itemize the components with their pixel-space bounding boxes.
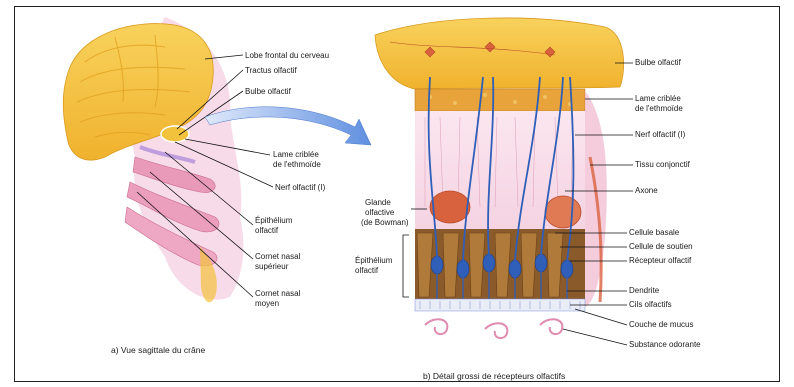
figure-frame: Lobe frontal du cerveau Tractus olfactif…	[14, 6, 780, 382]
label-cribriform-right: Lame criblée	[635, 94, 681, 103]
label-epithelium-left: Épithélium	[255, 216, 293, 225]
caption-b: b) Détail grossi de récepteurs olfactifs	[423, 371, 565, 381]
detail-view: Bulbe olfactif Lame criblée de l'ethmoïd…	[355, 18, 701, 381]
label-gland-3: (de Bowman)	[361, 218, 409, 227]
label-olfactory-nerve-left: Nerf olfactif (I)	[275, 183, 326, 192]
label-gland-2: olfactive	[365, 208, 395, 217]
label-cribriform-right-2: de l'ethmoïde	[635, 104, 683, 113]
label-cilia: Cils olfactifs	[629, 300, 672, 309]
label-olfactory-tract: Tractus olfactif	[245, 66, 297, 75]
label-mucus: Couche de mucus	[629, 320, 693, 329]
label-middle-concha: Cornet nasal	[255, 289, 301, 298]
olfactory-bulb-right	[375, 18, 624, 89]
label-superior-concha-2: supérieur	[255, 262, 289, 271]
olfaction-diagram: Lobe frontal du cerveau Tractus olfactif…	[15, 7, 781, 383]
label-receptor: Récepteur olfactif	[629, 256, 692, 265]
label-connective-tissue: Tissu conjonctif	[635, 160, 691, 169]
label-olfactory-bulb-left: Bulbe olfactif	[245, 87, 292, 96]
caption-a: a) Vue sagittale du crâne	[111, 345, 205, 355]
label-olfactory-nerve-right: Nerf olfactif (I)	[635, 130, 686, 139]
label-cribriform-left-2: de l'ethmoïde	[273, 160, 321, 169]
label-odorant: Substance odorante	[629, 340, 701, 349]
bowman-gland-right	[545, 196, 581, 228]
bowman-gland-left	[430, 191, 470, 223]
epithelium-bracket	[403, 235, 409, 297]
label-middle-concha-2: moyen	[255, 299, 279, 308]
label-basal-cell: Cellule basale	[629, 228, 680, 237]
label-support-cell: Cellule de soutien	[629, 242, 693, 251]
label-olfactory-bulb-right: Bulbe olfactif	[635, 58, 682, 67]
label-cribriform-left: Lame criblée	[273, 150, 319, 159]
label-epithelium-right: Épithélium	[355, 256, 393, 265]
label-epithelium-right-2: olfactif	[355, 266, 379, 275]
label-dendrite: Dendrite	[629, 286, 660, 295]
olfactory-bulb-left	[161, 126, 189, 142]
sagittal-view: Lobe frontal du cerveau Tractus olfactif…	[63, 17, 329, 355]
label-superior-concha: Cornet nasal	[255, 252, 301, 261]
label-gland: Glande	[365, 198, 391, 207]
label-axon: Axone	[635, 186, 658, 195]
label-frontal-lobe: Lobe frontal du cerveau	[245, 51, 329, 60]
odorant-swirls	[425, 319, 562, 338]
label-epithelium-left-2: olfactif	[255, 226, 279, 235]
